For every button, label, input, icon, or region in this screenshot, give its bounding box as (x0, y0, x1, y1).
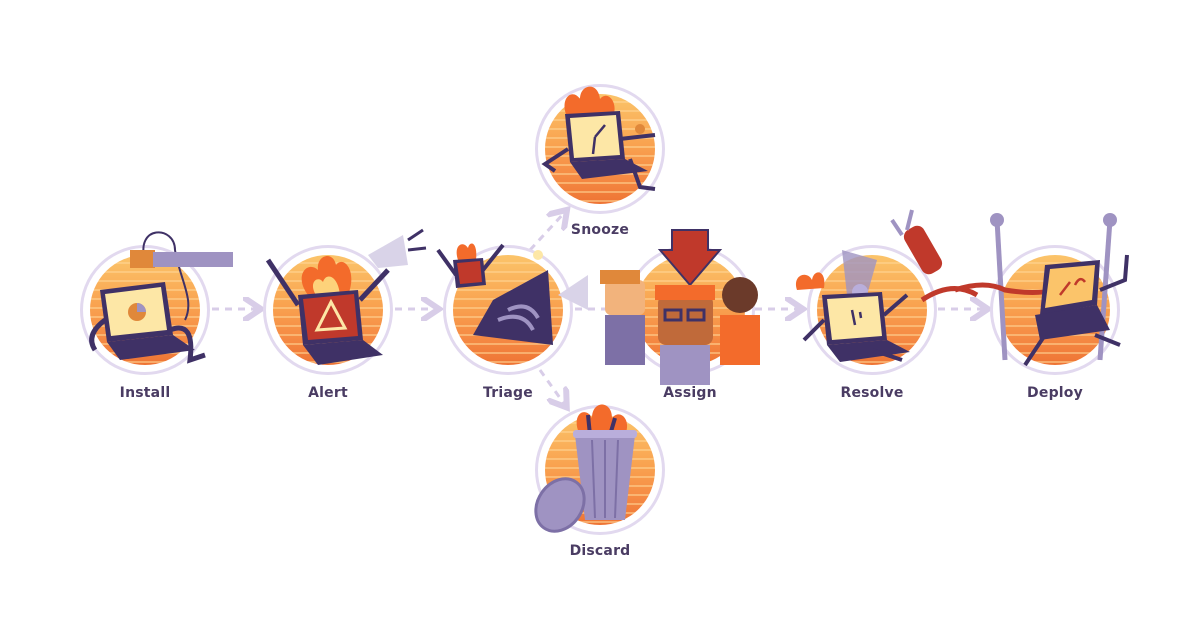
team-people-arrow-icon (600, 229, 760, 385)
laptop-plug-icon (89, 231, 233, 364)
laptop-clock-icon (541, 86, 656, 191)
step-label: Assign (663, 385, 717, 401)
step-label: Snooze (570, 222, 630, 238)
step-deploy: Deploy (954, 213, 1129, 401)
step-discard: Discard (534, 404, 665, 559)
step-label: Discard (569, 543, 631, 559)
arrow-triage-snooze (528, 212, 565, 252)
laptop-fire-extinguisher-icon (795, 209, 979, 362)
step-label: Alert (308, 385, 348, 401)
trash-can-fire-icon (534, 404, 637, 533)
step-label: Install (119, 385, 171, 401)
step-triage: Triage (436, 243, 588, 401)
step-label: Triage (483, 385, 533, 401)
laptop-finish-line-icon (954, 213, 1129, 367)
step-install: Install (80, 231, 233, 401)
step-label: Deploy (1027, 385, 1083, 401)
step-snooze: Snooze (535, 84, 665, 238)
laptop-megaphone-icon (436, 243, 588, 345)
step-assign: Assign (600, 229, 760, 401)
step-label: Resolve (840, 385, 904, 401)
step-alert: Alert (263, 228, 427, 401)
step-resolve: Resolve (795, 209, 979, 401)
laptop-fire-warning-icon (265, 228, 427, 365)
